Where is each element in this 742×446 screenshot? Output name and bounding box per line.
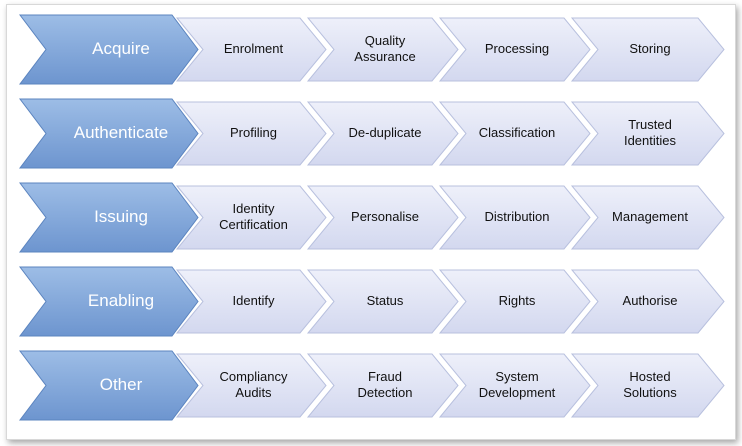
process-step-shape xyxy=(175,353,327,418)
process-step-shape xyxy=(175,269,327,334)
process-step-label: System xyxy=(495,369,538,384)
process-step-label: Audits xyxy=(235,385,272,400)
category-chevron xyxy=(18,266,199,337)
category-label: Acquire xyxy=(92,39,150,58)
process-step-label: Quality xyxy=(365,33,406,48)
category-label: Other xyxy=(100,375,143,394)
category-label: Authenticate xyxy=(74,123,169,142)
process-step-label: Processing xyxy=(485,41,549,56)
process-step-shape xyxy=(570,17,725,82)
process-step-shape xyxy=(570,353,725,418)
process-step-label: Compliancy xyxy=(220,369,288,384)
process-step-label: Fraud xyxy=(368,369,402,384)
process-step-label: Identities xyxy=(624,133,677,148)
process-step-label: Enrolment xyxy=(224,41,284,56)
process-step-label: Authorise xyxy=(623,293,678,308)
process-step-label: Rights xyxy=(499,293,536,308)
process-step-label: De-duplicate xyxy=(349,125,422,140)
process-step-shape xyxy=(438,17,591,82)
category-chevron xyxy=(18,350,199,421)
process-step-label: Classification xyxy=(479,125,556,140)
process-step-label: Storing xyxy=(629,41,670,56)
process-step-label: Assurance xyxy=(354,49,415,64)
category-chevron xyxy=(18,14,199,85)
process-step-label: Management xyxy=(612,209,688,224)
process-step-shape xyxy=(175,101,327,166)
process-step-shape xyxy=(175,17,327,82)
process-step-shape xyxy=(438,269,591,334)
category-chevron xyxy=(18,98,199,169)
process-step-shape xyxy=(438,353,591,418)
process-step-label: Identify xyxy=(233,293,275,308)
process-step-label: Hosted xyxy=(629,369,670,384)
process-step-shape xyxy=(306,269,459,334)
process-step-shape xyxy=(306,185,459,250)
process-step-label: Detection xyxy=(358,385,413,400)
category-chevron xyxy=(18,182,199,253)
process-step-shape xyxy=(175,185,327,250)
process-step-shape xyxy=(570,101,725,166)
process-step-label: Status xyxy=(367,293,404,308)
category-label: Enabling xyxy=(88,291,154,310)
process-step-label: Personalise xyxy=(351,209,419,224)
process-step-shape xyxy=(306,17,459,82)
process-step-shape xyxy=(570,185,725,250)
process-step-label: Profiling xyxy=(230,125,277,140)
process-step-shape xyxy=(438,101,591,166)
process-step-label: Certification xyxy=(219,217,288,232)
process-step-shape xyxy=(306,353,459,418)
process-step-shape xyxy=(306,101,459,166)
process-step-label: Identity xyxy=(233,201,275,216)
process-step-label: Development xyxy=(479,385,556,400)
category-label: Issuing xyxy=(94,207,148,226)
process-step-label: Distribution xyxy=(484,209,549,224)
process-step-label: Solutions xyxy=(623,385,677,400)
process-step-shape xyxy=(570,269,725,334)
process-step-shape xyxy=(438,185,591,250)
process-step-label: Trusted xyxy=(628,117,672,132)
